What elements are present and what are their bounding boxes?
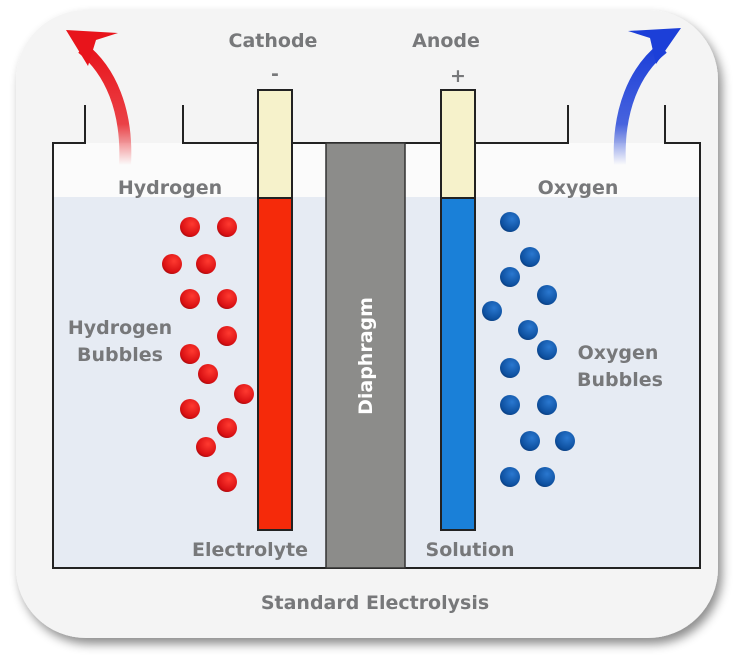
oxygen-bubbles-label-1: Oxygen (578, 342, 659, 364)
hydrogen-bubble (180, 399, 200, 419)
electrolyte-label: Electrolyte (192, 539, 308, 561)
oxygen-bubble (537, 395, 557, 415)
oxygen-label: Oxygen (538, 177, 619, 199)
oxygen-bubble (500, 358, 520, 378)
oxygen-bubble (520, 431, 540, 451)
hydrogen-bubble (217, 217, 237, 237)
oxygen-bubble (535, 467, 555, 487)
hydrogen-arrow-icon (66, 30, 132, 166)
oxygen-bubble (555, 431, 575, 451)
oxygen-bubble (482, 301, 502, 321)
hydrogen-bubble (217, 289, 237, 309)
hydrogen-bubble (180, 289, 200, 309)
oxygen-bubble (520, 247, 540, 267)
hydrogen-bubbles-label-1: Hydrogen (68, 317, 172, 339)
oxygen-bubble (500, 467, 520, 487)
solution-label: Solution (426, 539, 515, 561)
hydrogen-bubbles (162, 217, 254, 492)
oxygen-bubble (518, 320, 538, 340)
hydrogen-bubble (217, 326, 237, 346)
oxygen-bubble (500, 395, 520, 415)
cathode-sign: - (271, 63, 279, 85)
anode-label: Anode (412, 30, 480, 52)
hydrogen-bubble (196, 437, 216, 457)
hydrogen-bubbles-label-2: Bubbles (77, 344, 163, 366)
oxygen-bubbles (482, 212, 575, 487)
hydrogen-bubble (234, 384, 254, 404)
diaphragm (325, 142, 406, 569)
oxygen-arrow-icon (613, 28, 681, 166)
hydrogen-bubble (162, 254, 182, 274)
anode-sign: + (450, 65, 466, 87)
oxygen-bubble (537, 340, 557, 360)
hydrogen-bubble (217, 418, 237, 438)
hydrogen-bubble (196, 254, 216, 274)
cathode-electrode (257, 89, 293, 531)
diagram-title: Standard Electrolysis (261, 592, 489, 614)
hydrogen-label: Hydrogen (118, 177, 222, 199)
diaphragm-label: Diaphragm (355, 297, 377, 415)
hydrogen-bubble (198, 364, 218, 384)
cathode-label: Cathode (229, 30, 318, 52)
oxygen-bubbles-label-2: Bubbles (577, 369, 663, 391)
oxygen-bubble (537, 285, 557, 305)
oxygen-bubble (500, 267, 520, 287)
hydrogen-bubble (180, 344, 200, 364)
anode-electrode (440, 89, 476, 531)
hydrogen-bubble (180, 217, 200, 237)
oxygen-bubble (500, 212, 520, 232)
hydrogen-bubble (217, 472, 237, 492)
